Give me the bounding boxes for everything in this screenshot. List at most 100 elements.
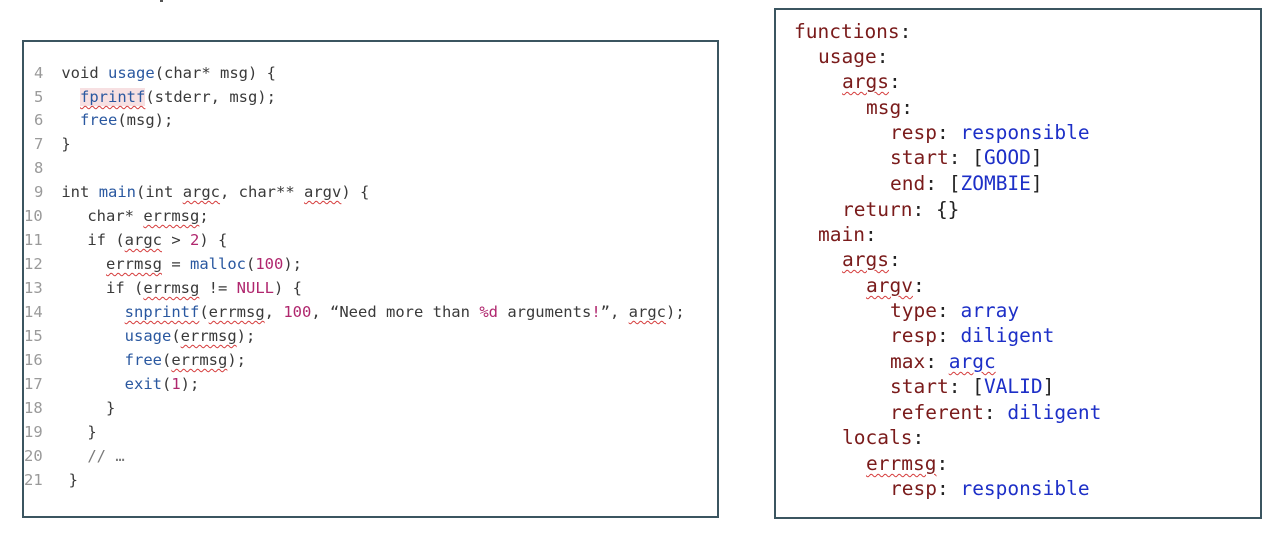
spec-msg-end: end: [ZOMBIE] [890,172,1043,195]
spec-functions-key: functions: [794,20,912,43]
line-number: 4 [34,64,44,82]
code-line-13: 13 if (errmsg != NULL) { [24,277,302,299]
function-name: usage [108,64,155,82]
yaml-key: usage [818,45,877,68]
spec-argv-start: start: [VALID] [890,375,1055,398]
code-text: ( [161,375,172,393]
yaml-value: responsible [960,477,1090,500]
identifier: argc [628,303,666,321]
spec-argv-resp: resp: diligent [890,324,1055,347]
code-line-4: 4 void usage(char* msg) { [24,62,276,84]
number-literal: 100 [283,303,312,321]
line-number: 5 [34,88,44,106]
yaml-key: errmsg [866,452,937,475]
function-call: fprintf [80,88,146,106]
spec-usage-key: usage: [818,45,889,68]
spec-argv-key: argv: [866,274,925,297]
string-punctuation: ! [591,303,601,321]
spec-errmsg-resp: resp: responsible [890,477,1090,500]
line-number: 20 [24,447,43,465]
code-line-11: 11 if (argc > 2) { [24,229,227,251]
code-text: ); [283,255,303,273]
code-line-20: 20 // … [24,445,125,467]
line-number: 21 [24,471,43,489]
spec-argv-referent: referent: diligent [890,401,1102,424]
spec-errmsg-key: errmsg: [866,452,949,475]
string-literal: , “Need more than [311,303,480,321]
code-text: ); [236,327,256,345]
spec-args-key: args: [842,70,901,93]
code-text: ( [246,255,256,273]
function-call: usage [124,327,172,345]
line-number: 7 [34,135,44,153]
identifier: errmsg [208,303,265,321]
code-text: ); [665,303,685,321]
code-text: } [68,471,79,489]
code-line-9: 9 int main(int argc, char** argv) { [24,181,369,203]
function-name: main [98,183,137,201]
line-number: 11 [24,231,43,249]
yaml-value: VALID [983,375,1043,398]
code-line-19: 19 } [24,421,97,443]
keyword: void [61,64,99,82]
line-number: 17 [24,375,43,393]
yaml-key: main [818,223,865,246]
code-text: ) { [199,231,228,249]
yaml-key: max [890,350,926,373]
code-line-15: 15 usage(errmsg); [24,325,255,347]
spec-msg-resp: resp: responsible [890,121,1090,144]
code-text: , [264,303,284,321]
spec-usage-return: return: {} [842,198,960,221]
yaml-key: args [842,248,889,271]
code-line-8: 8 [24,157,52,179]
code-text: = [162,255,190,273]
yaml-value: ZOMBIE [960,172,1031,195]
code-text: ); [227,351,246,369]
line-number: 12 [24,255,43,273]
code-line-16: 16 free(errmsg); [24,349,246,371]
yaml-key: end [890,172,926,195]
yaml-key: return [842,198,913,221]
yaml-value: GOOD [983,146,1031,169]
yaml-key: referent [890,401,984,424]
identifier: argv [304,183,342,201]
line-number: 8 [34,159,44,177]
string-literal: ”, [600,303,629,321]
code-line-12: 12 errmsg = malloc(100); [24,253,302,275]
code-line-6: 6 free(msg); [24,109,173,131]
code-text: (char* msg) { [154,64,277,82]
spec-msg-start: start: [GOOD] [890,146,1043,169]
yaml-key: args [842,70,889,93]
yaml-value: diligent [1007,401,1102,424]
yaml-key: resp [890,324,937,347]
spec-argv-type: type: array [890,299,1020,322]
yaml-key: start [890,375,949,398]
number-literal: 2 [189,231,200,249]
format-specifier: %d [479,303,498,321]
code-line-10: 10 char* errmsg; [24,205,209,227]
keyword: int [61,183,90,201]
function-call: free [80,111,118,129]
number-literal: 1 [171,375,181,393]
yaml-key: locals [842,426,913,449]
spec-locals-key: locals: [842,426,925,449]
spec-argv-max: max: argc [890,350,996,373]
line-number: 18 [24,399,43,417]
code-text: (stderr, msg); [145,88,276,106]
yaml-key: type [890,299,937,322]
code-line-18: 18 } [24,397,115,419]
function-call: exit [124,375,162,393]
identifier: argc [124,231,162,249]
yaml-spec-panel: functions: usage: args: msg: resp: respo… [774,8,1262,519]
code-comment: // … [87,447,125,465]
code-text: > [161,231,190,249]
identifier: errmsg [180,327,237,345]
yaml-key: start [890,146,949,169]
function-call: malloc [190,255,246,273]
code-text: ) { [273,279,302,297]
code-text: char* [87,207,144,225]
code-line-14: 14 snprintf(errmsg, 100, “Need more than… [24,301,685,323]
yaml-value: argc [948,350,996,373]
spec-msg-key: msg: [866,96,913,119]
yaml-value: {} [935,198,960,221]
